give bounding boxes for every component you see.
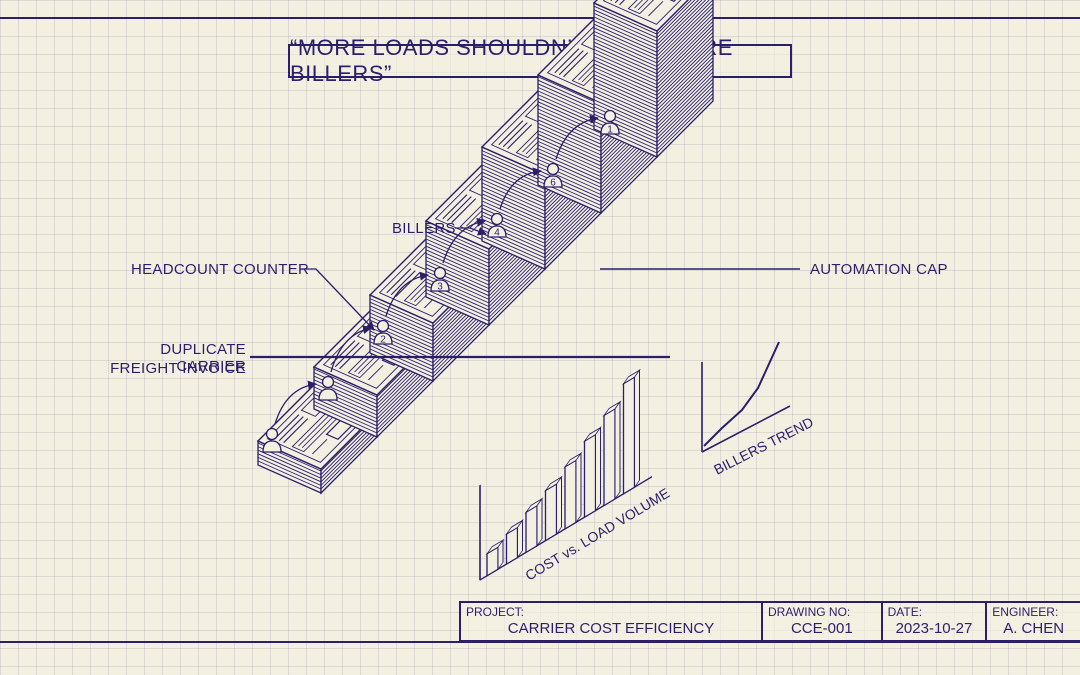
billers-trend-chart — [701, 341, 791, 453]
headcount-markers: 2 3 4 6 1 — [262, 109, 620, 453]
person-icon — [262, 427, 282, 453]
engineer-value: A. CHEN — [1003, 620, 1065, 637]
volume-bar — [583, 433, 597, 519]
title-block-drawing: DRAWING NO: CCE-001 — [763, 603, 883, 640]
growth-arrow — [385, 271, 429, 317]
headcount-number: 6 — [550, 178, 556, 189]
bottom-border-line — [0, 641, 1080, 643]
duplicate-invoice-callout-label-line1: DUPLICATE CARRIER — [160, 341, 246, 375]
cost-vs-load-chart — [479, 368, 652, 581]
top-border-line — [0, 17, 1080, 19]
headcount-number: 3 — [437, 282, 443, 293]
drawing-no-value: CCE-001 — [790, 620, 853, 637]
person-icon: 1 — [600, 109, 620, 136]
person-icon: 4 — [487, 212, 507, 239]
engineer-header: ENGINEER: — [992, 605, 1059, 619]
automation-cap-callout-label: AUTOMATION CAP — [810, 261, 948, 278]
person-icon — [318, 375, 338, 401]
project-value: CARRIER COST EFFICIENCY — [507, 620, 715, 637]
person-icon: 6 — [543, 162, 563, 189]
growth-arrow — [442, 217, 486, 264]
volume-bar — [564, 459, 577, 530]
volume-bar — [525, 504, 538, 554]
growth-arrow — [499, 167, 542, 210]
headcount-leader — [300, 268, 375, 331]
volume-bar — [544, 482, 558, 542]
growth-arrow — [555, 114, 599, 160]
headcount-number: 2 — [380, 335, 386, 346]
person-icon: 3 — [430, 266, 450, 293]
billers-callout-label: BILLERS — [392, 220, 456, 237]
drawing-no-header: DRAWING NO: — [768, 605, 851, 619]
title-block-project: PROJECT: CARRIER COST EFFICIENCY — [461, 603, 764, 640]
billers-trend-line — [703, 341, 780, 447]
headcount-counter-callout-label: HEADCOUNT COUNTER — [131, 261, 310, 278]
date-value: 2023-10-27 — [895, 620, 973, 637]
headcount-number: 1 — [607, 125, 613, 136]
growth-arrow — [274, 380, 317, 425]
project-header: PROJECT: — [466, 605, 525, 619]
title-block-date: DATE: 2023-10-27 — [883, 603, 988, 640]
volume-bar — [622, 376, 636, 495]
title-block: PROJECT: CARRIER COST EFFICIENCY DRAWING… — [459, 601, 1080, 642]
date-header: DATE: — [887, 605, 923, 619]
person-icon: 2 — [373, 319, 393, 346]
duplicate-invoice-callout-label-line2: FREIGHT INVOICE — [110, 360, 246, 377]
headcount-number: 4 — [494, 228, 500, 239]
callout-leaders — [250, 226, 800, 359]
volume-bar — [603, 407, 616, 507]
billers-leader — [455, 226, 487, 236]
paper-stacks — [256, 0, 714, 495]
title-block-engineer: ENGINEER: A. CHEN — [987, 603, 1080, 640]
